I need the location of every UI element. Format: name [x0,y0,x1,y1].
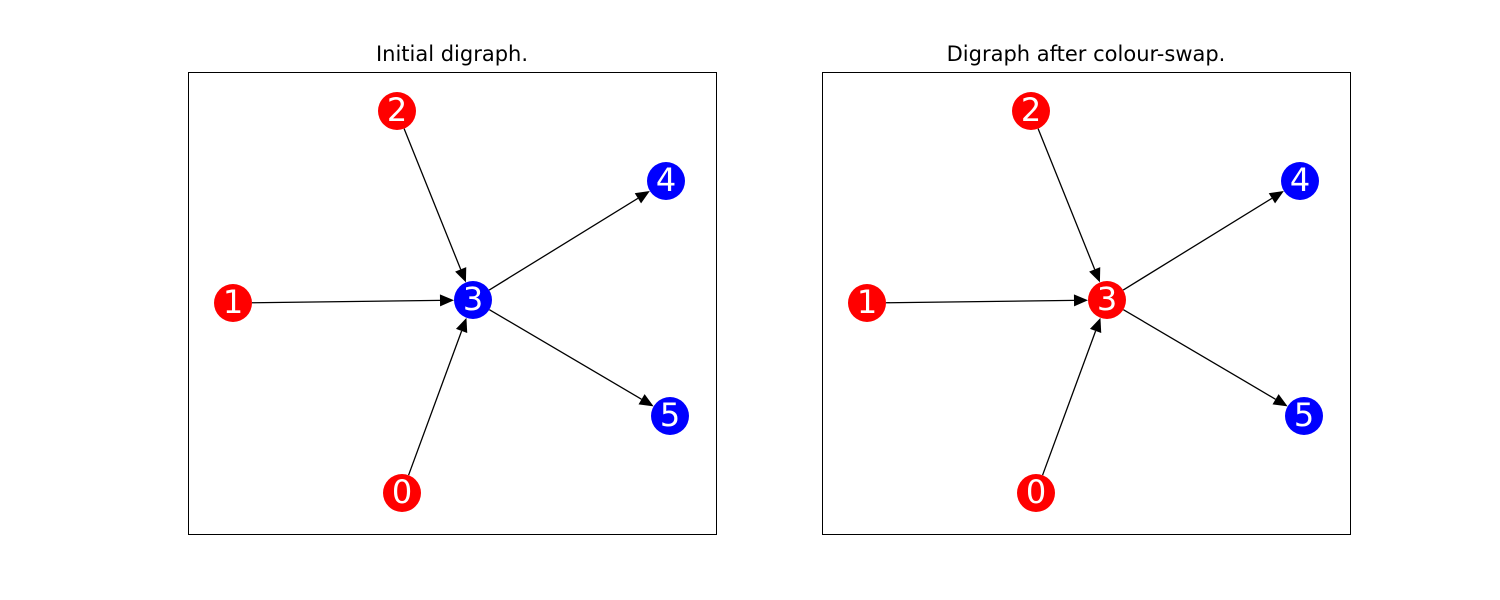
panel-frame-initial [188,72,717,535]
panel-frame-after-swap [822,72,1351,535]
panel-title-after-swap: Digraph after colour-swap. [946,42,1226,66]
panel-title-initial: Initial digraph. [375,42,529,66]
